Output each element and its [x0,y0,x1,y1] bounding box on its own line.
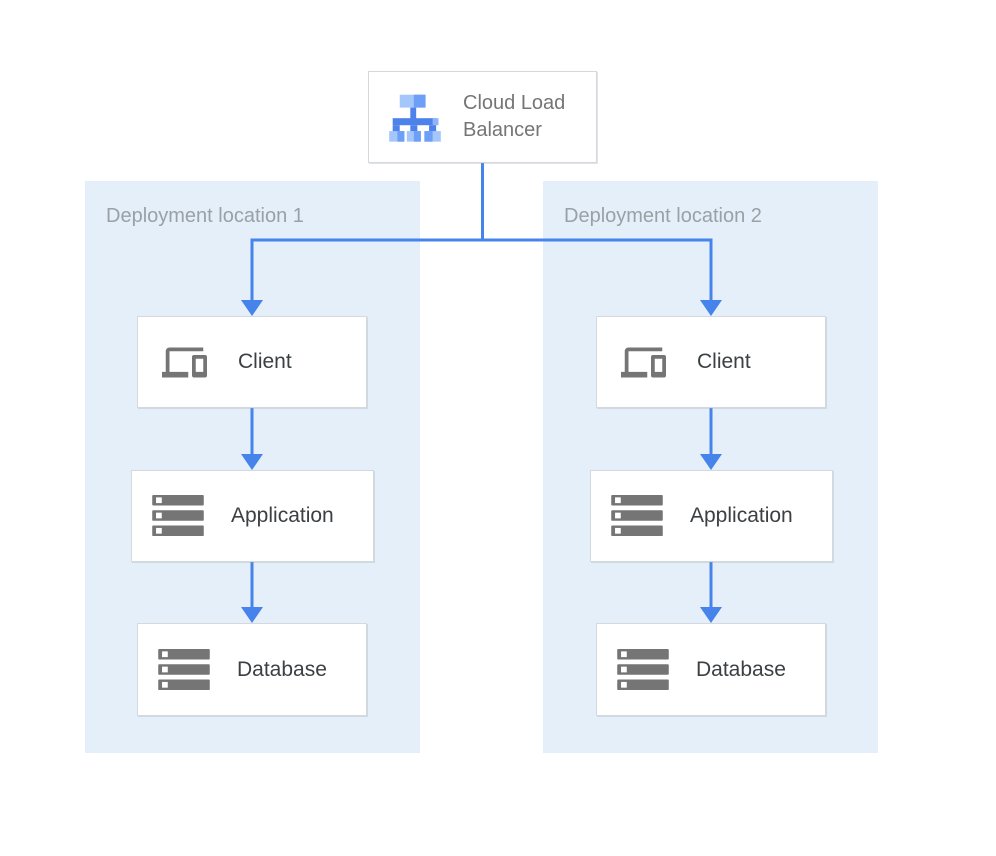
load-balancer-icon [388,92,442,142]
node-label: Database [237,657,327,681]
load-balancer-label: Cloud Load Balancer [463,92,566,141]
zone-1-label: Deployment location 1 [106,205,304,227]
node-label: Application [231,504,334,527]
zone-2-label: Deployment location 2 [564,205,762,227]
node-cloud-load-balancer: Cloud Load Balancer [368,71,597,163]
node-client-2: Client [596,316,826,408]
node-label: Database [696,657,786,681]
server-stack-icon [611,495,663,537]
node-database-1: Database [137,623,367,716]
server-stack-icon [158,648,210,691]
node-label: Client [238,350,292,373]
devices-icon [158,340,211,385]
node-database-2: Database [596,623,826,716]
node-application-2: Application [590,470,833,562]
node-client-1: Client [137,316,367,408]
node-label: Application [690,504,793,527]
node-label: Client [697,350,751,373]
server-stack-icon [617,648,669,691]
devices-icon [617,340,670,385]
node-application-1: Application [131,470,374,562]
server-stack-icon [152,495,204,537]
